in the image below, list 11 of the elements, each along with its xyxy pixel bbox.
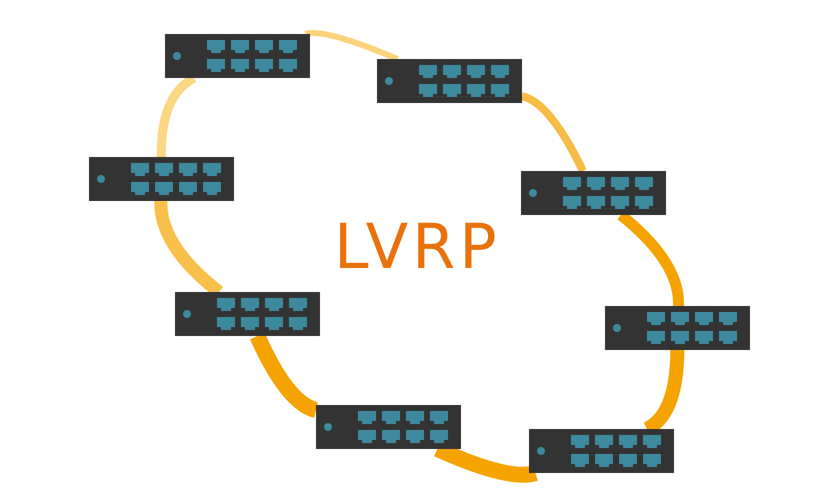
protocol-name: LVRP [334, 210, 501, 283]
ring-link [304, 30, 399, 62]
network-switch-drawing [89, 157, 234, 201]
network-switch-drawing [605, 306, 750, 350]
network-switch-drawing [377, 59, 522, 103]
network-switch-drawing [529, 429, 674, 473]
network-switch-drawing [175, 292, 320, 336]
network-switch-drawing [521, 171, 666, 215]
ring-link [520, 92, 587, 173]
network-switch-drawing [165, 34, 310, 78]
network-switch-drawing [316, 405, 461, 449]
